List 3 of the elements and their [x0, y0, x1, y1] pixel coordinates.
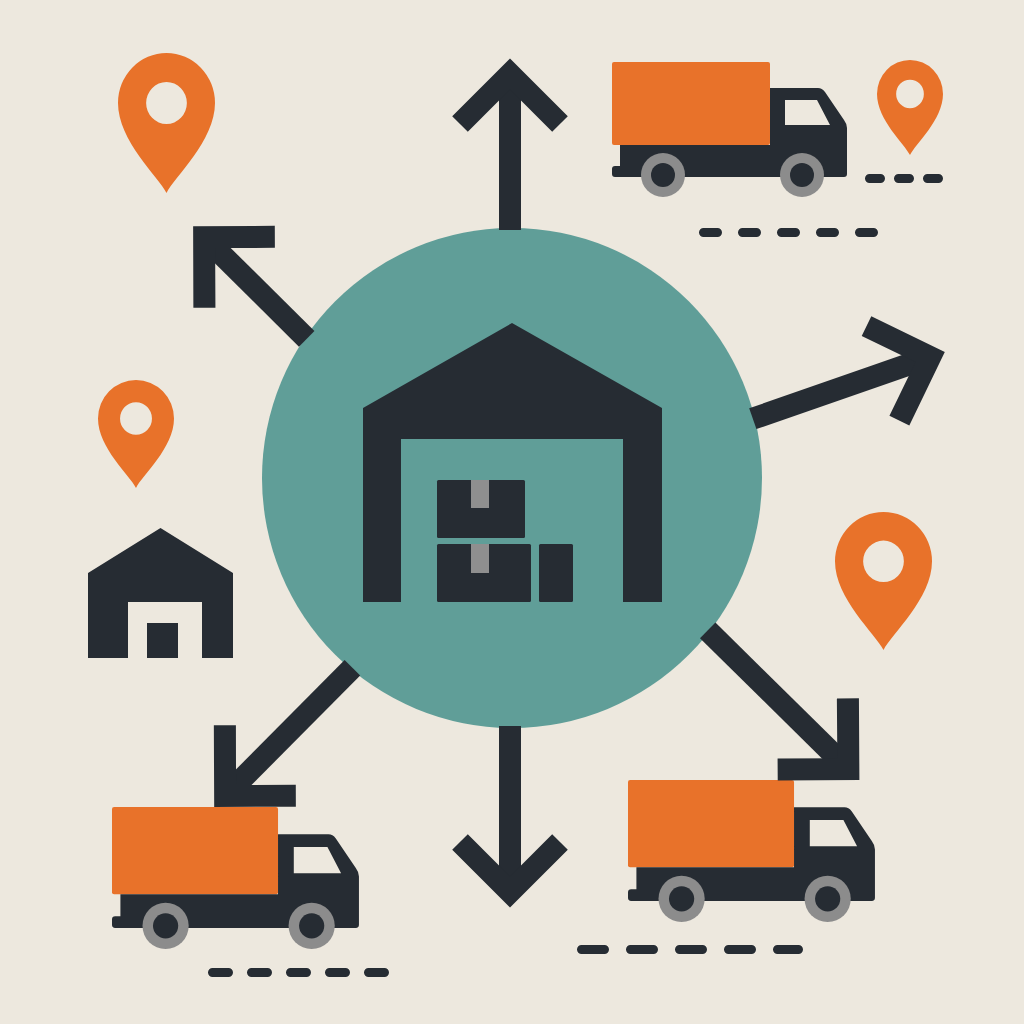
- truck-icon: [628, 780, 876, 923]
- warehouse-hub: [262, 228, 762, 728]
- truck-icon: [112, 807, 360, 950]
